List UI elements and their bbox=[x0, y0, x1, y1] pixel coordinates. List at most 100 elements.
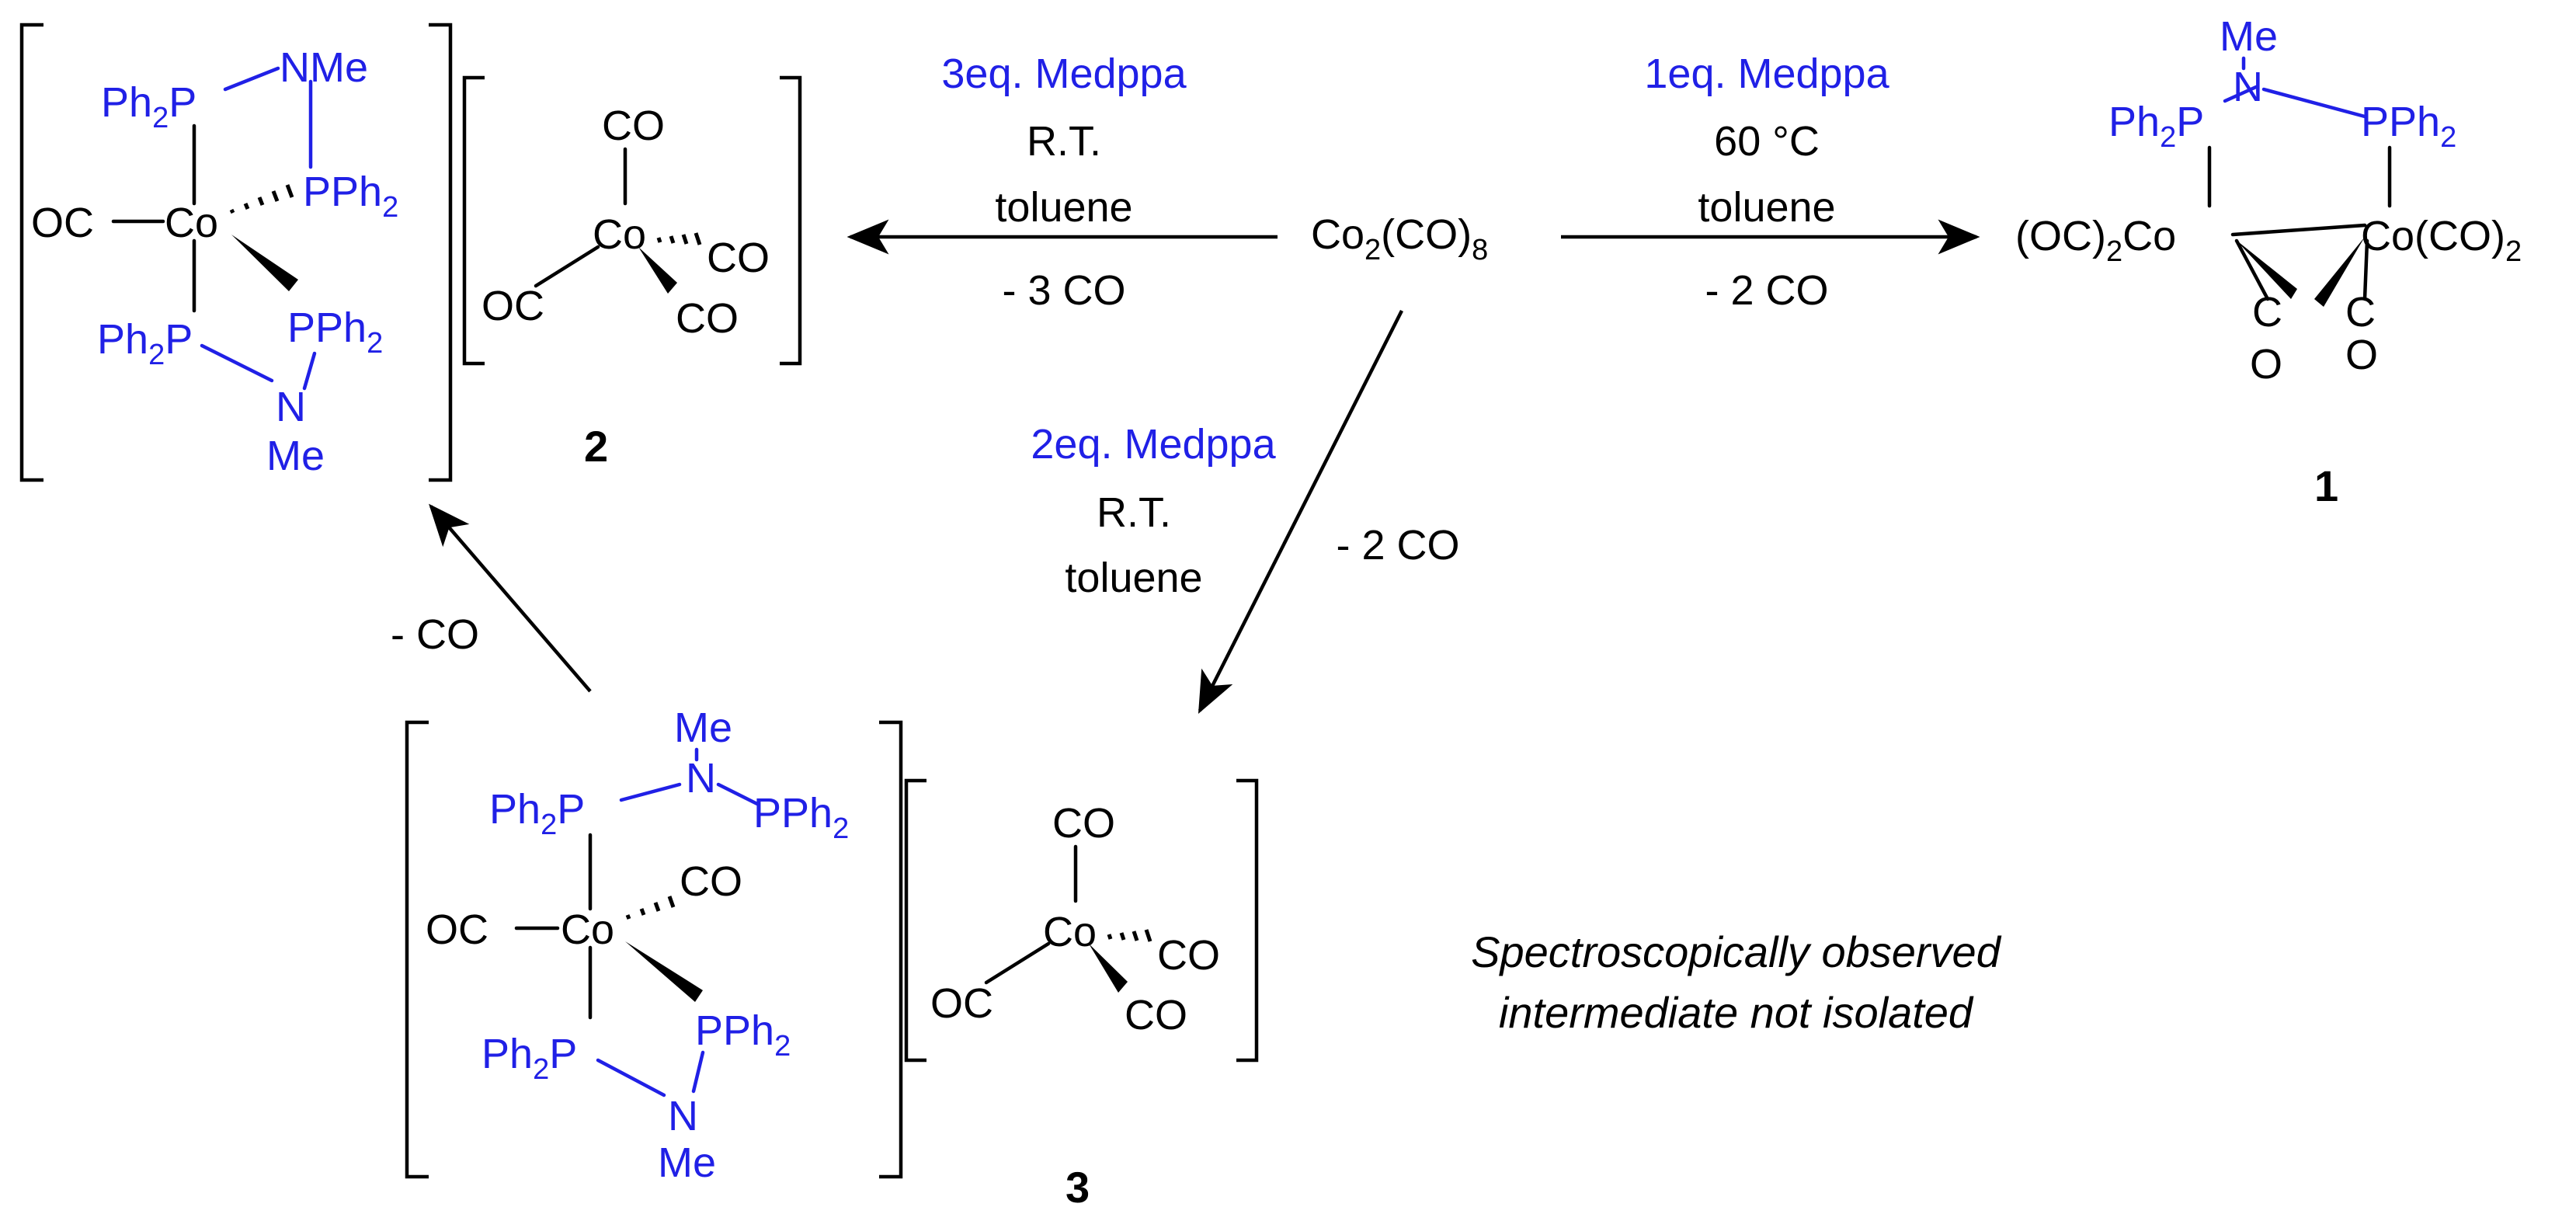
co-right: CO bbox=[680, 858, 742, 905]
pph2-right: PPh2 bbox=[2361, 99, 2456, 154]
compound-2-number: 2 bbox=[584, 422, 608, 471]
co-loss-label: - CO bbox=[391, 611, 479, 658]
compound-2-cation: OC Co Ph2P NMe PPh2 PPh2 Ph2P N Me bbox=[19, 23, 453, 482]
solvent-label: toluene bbox=[1065, 555, 1202, 601]
ph2p-left: Ph2P bbox=[2108, 99, 2204, 154]
bridge-c-right: C bbox=[2345, 289, 2376, 336]
co-right: CO bbox=[1157, 932, 1220, 979]
bond-p-n-bottom bbox=[200, 343, 274, 383]
reagent-label: 2eq. Medppa bbox=[1031, 421, 1276, 468]
co-bottom: CO bbox=[676, 295, 739, 342]
reaction-arrow-to-1: 1eq. Medppa 60 °C toluene - 2 CO bbox=[1561, 50, 1980, 314]
bridge-wedge-left bbox=[2235, 239, 2297, 299]
reagent-label: 3eq. Medppa bbox=[941, 50, 1187, 97]
bracket-left bbox=[19, 23, 43, 482]
co-top: CO bbox=[602, 103, 665, 149]
bridge-bond-right bbox=[2362, 238, 2369, 301]
co-loss-label: - 2 CO bbox=[1705, 267, 1828, 314]
cobalt-label: Co bbox=[561, 906, 614, 953]
compound-2-anion: CO Co CO OC CO bbox=[462, 75, 802, 366]
cobalt-label: Co bbox=[165, 200, 218, 246]
bracket-right bbox=[780, 75, 802, 366]
ph2p-top: Ph2P bbox=[101, 79, 196, 134]
nme-top: NMe bbox=[280, 44, 368, 91]
pph2-bottom: PPh2 bbox=[287, 304, 383, 360]
bracket-left bbox=[462, 75, 485, 366]
arrow-line bbox=[429, 503, 592, 693]
cobalt-label: Co bbox=[1043, 909, 1097, 955]
compound-3-number: 3 bbox=[1066, 1163, 1090, 1212]
temperature-label: 60 °C bbox=[1714, 118, 1820, 165]
note-line-2: intermediate not isolated bbox=[1499, 988, 1974, 1037]
hashed-wedge bbox=[229, 184, 294, 214]
ph2p-bottom: Ph2P bbox=[97, 316, 193, 371]
bridge-wedge-right bbox=[2314, 237, 2365, 307]
compound-1-number: 1 bbox=[2314, 461, 2338, 510]
me-label: Me bbox=[2220, 13, 2278, 60]
bond-p-n-top bbox=[223, 66, 280, 92]
solid-wedge bbox=[638, 247, 677, 294]
solid-wedge bbox=[231, 235, 298, 291]
bond-p-n bbox=[2223, 85, 2258, 103]
co-loss-label: - 2 CO bbox=[1336, 522, 1459, 569]
oc-label: OC bbox=[426, 906, 488, 953]
pph2-dangling: PPh2 bbox=[753, 790, 849, 845]
oc-label: OC bbox=[31, 200, 94, 246]
compound-1: Me N Ph2P PPh2 (OC)2Co Co(CO)2 C C O O bbox=[2015, 13, 2522, 388]
co-top: CO bbox=[1052, 800, 1115, 847]
n-bottom: N bbox=[276, 384, 306, 430]
co-bottom: CO bbox=[1125, 992, 1187, 1038]
bond-p-n bbox=[619, 782, 682, 802]
bracket-right bbox=[429, 23, 453, 482]
temperature-label: R.T. bbox=[1097, 489, 1171, 536]
bond-n-p-bottom bbox=[691, 1050, 705, 1094]
solid-wedge bbox=[1089, 944, 1128, 993]
bond-n-p-bottom bbox=[302, 351, 317, 391]
bracket-right bbox=[879, 720, 903, 1179]
bond-co-oc-left bbox=[984, 941, 1051, 985]
solvent-label: toluene bbox=[1698, 184, 1835, 231]
bond-n-p bbox=[2261, 87, 2367, 119]
bond-co-co bbox=[2230, 223, 2367, 237]
me-bottom: Me bbox=[266, 433, 325, 479]
co-co2-right: Co(CO)2 bbox=[2361, 213, 2522, 268]
co-right: CO bbox=[707, 235, 770, 281]
oc-left: OC bbox=[481, 283, 544, 329]
co-loss-label: - 3 CO bbox=[1002, 267, 1125, 314]
compound-3-anion: CO Co CO OC CO bbox=[904, 778, 1259, 1063]
hashed-wedge bbox=[656, 232, 702, 245]
ph2p-top: Ph2P bbox=[489, 786, 585, 841]
pph2-bottom: PPh2 bbox=[695, 1007, 791, 1063]
me-label: Me bbox=[674, 704, 732, 751]
n-label: N bbox=[2233, 64, 2263, 110]
bond-p-n-bottom bbox=[596, 1058, 666, 1097]
reagent-label: 1eq. Medppa bbox=[1644, 50, 1889, 97]
starting-material: Co2(CO)8 bbox=[1311, 211, 1488, 266]
bracket-left bbox=[904, 778, 926, 1063]
reaction-arrow-to-3: 2eq. Medppa R.T. toluene - 2 CO bbox=[1031, 309, 1460, 715]
bridge-c-left: C bbox=[2252, 289, 2282, 336]
solid-wedge bbox=[625, 941, 703, 1002]
hashed-wedge bbox=[625, 896, 676, 920]
bracket-right bbox=[1236, 778, 1259, 1063]
bond-co-oc-left bbox=[534, 245, 600, 288]
compound-3-cation: Me N Ph2P PPh2 OC Co CO PPh2 Ph2P N Me bbox=[405, 704, 903, 1186]
intermediate-note: Spectroscopically observed intermediate … bbox=[1471, 927, 2002, 1037]
note-line-1: Spectroscopically observed bbox=[1471, 927, 2002, 976]
bond-n-pph2 bbox=[716, 782, 760, 806]
n-bottom: N bbox=[668, 1093, 698, 1139]
ph2p-bottom: Ph2P bbox=[481, 1031, 577, 1086]
bridge-bond-left bbox=[2234, 238, 2270, 301]
oc-left: OC bbox=[930, 980, 993, 1027]
bridge-o-right: O bbox=[2345, 332, 2378, 378]
bridge-o-left: O bbox=[2250, 341, 2282, 388]
solvent-label: toluene bbox=[995, 184, 1132, 231]
n-label: N bbox=[686, 755, 716, 802]
me-bottom: Me bbox=[658, 1139, 716, 1186]
reaction-arrow-to-2: 3eq. Medppa R.T. toluene - 3 CO bbox=[846, 50, 1278, 314]
hashed-wedge bbox=[1107, 929, 1152, 942]
temperature-label: R.T. bbox=[1027, 118, 1101, 165]
pph2-top: PPh2 bbox=[303, 169, 398, 224]
reaction-arrow-3-to-2: - CO bbox=[391, 503, 592, 693]
